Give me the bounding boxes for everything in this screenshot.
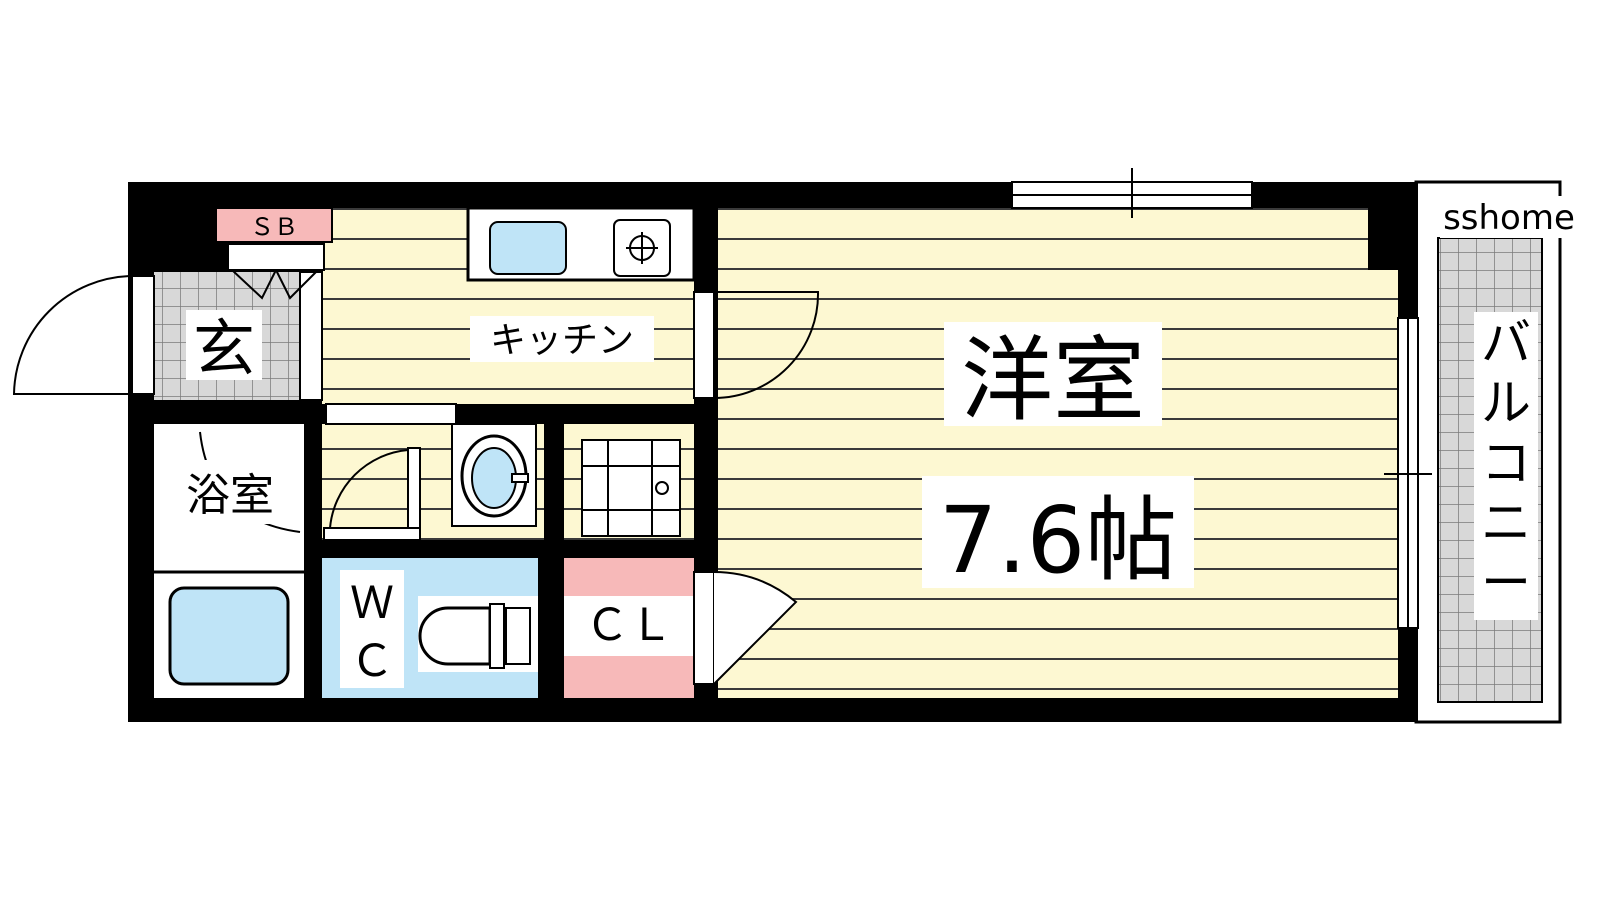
kitchen-opening (325, 403, 457, 425)
closet-door (693, 571, 798, 685)
shoe-box (215, 207, 333, 243)
balcony-label: バ ル コ ニ ー (1481, 314, 1531, 612)
toilet (418, 596, 538, 672)
wc-label-c: Ｃ (350, 636, 394, 687)
bath-label-bg (168, 460, 292, 524)
shoe-box-label: ＳＢ (250, 213, 298, 241)
balcony-char: ニ (1481, 494, 1531, 552)
closet-label-bg (564, 596, 694, 656)
bath-label: 浴室 (186, 470, 274, 521)
balcony-char: コ (1481, 434, 1531, 492)
balcony-window (1384, 317, 1432, 629)
genkan-label-bg (186, 310, 262, 380)
entrance-door (12, 275, 155, 395)
kitchen-label: キッチン (490, 320, 634, 361)
wc-label-bg (340, 570, 404, 688)
wall-genkan-kitchen (304, 404, 322, 698)
wc-label-w: Ｗ (350, 578, 394, 629)
room-name-label: 洋室 (961, 327, 1145, 434)
brand-bg (1440, 196, 1578, 238)
balcony-char: ー (1481, 554, 1531, 612)
genkan-label: 玄 (193, 312, 255, 385)
wall-anteroom-hall (544, 404, 564, 540)
room-size-bg (922, 476, 1194, 588)
wall-notch (1368, 182, 1418, 270)
brand-label: sshome (1443, 198, 1575, 238)
top-window (1011, 168, 1253, 218)
room-door-upper (693, 291, 820, 399)
genkan-step (299, 271, 323, 401)
washer-space (581, 439, 681, 537)
bathtub (168, 586, 290, 686)
closet-label: ＣＬ (585, 600, 673, 651)
western-room-floor (718, 208, 1398, 698)
wall-lower (322, 540, 694, 558)
shoe-box-shelf (227, 243, 325, 271)
balcony-char: ル (1481, 374, 1531, 432)
room-name-bg (944, 322, 1162, 426)
wall-wc-cl (538, 540, 564, 698)
washbasin (451, 423, 537, 527)
balcony-char: バ (1481, 314, 1531, 372)
room-size-label: 7.6帖 (939, 487, 1177, 594)
anteroom-door (323, 447, 421, 541)
kitchen-label-bg (470, 316, 654, 362)
kitchen-counter (466, 206, 696, 282)
shoe-box-door (231, 269, 319, 300)
balcony-label-bg (1474, 312, 1538, 620)
